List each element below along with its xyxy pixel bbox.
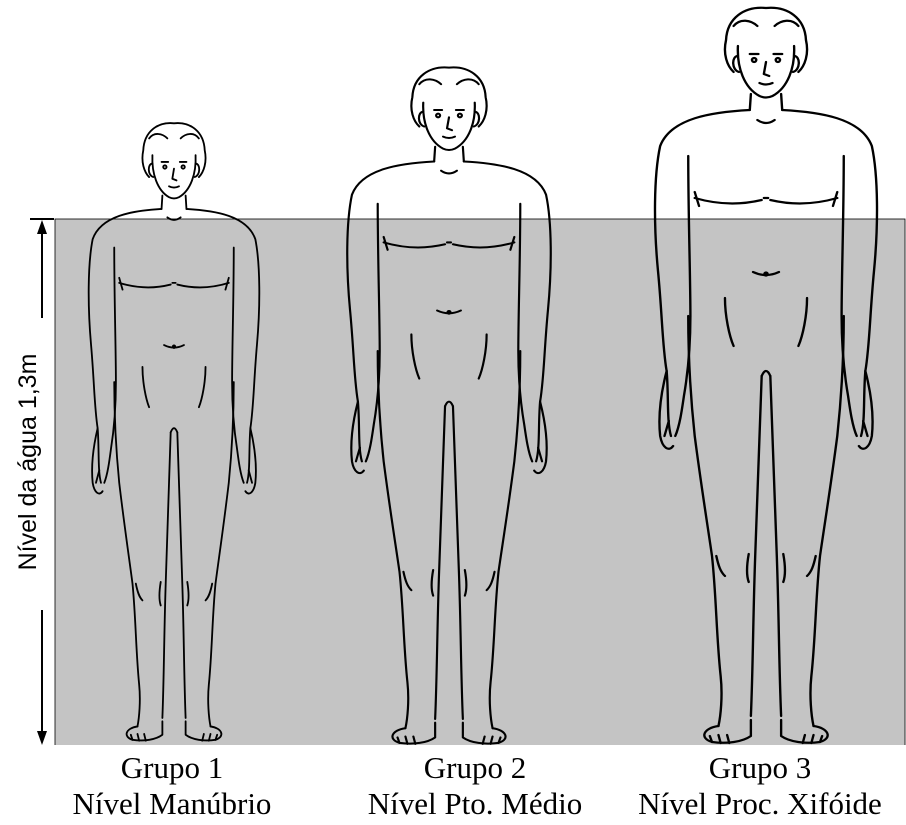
caption-group-2: Grupo 2 Nível Pto. Médio <box>330 750 620 822</box>
water-level-label: Nível da água 1,3m <box>14 354 42 571</box>
group-3-level: Nível Proc. Xifóide <box>612 786 906 822</box>
caption-group-1: Grupo 1 Nível Manúbrio <box>22 750 322 822</box>
water-area <box>55 219 905 745</box>
group-1-level: Nível Manúbrio <box>22 786 322 822</box>
water-level-diagram: Nível da água 1,3m <box>0 0 906 745</box>
group-2-name: Grupo 2 <box>330 750 620 786</box>
group-3-name: Grupo 3 <box>612 750 906 786</box>
group-2-level: Nível Pto. Médio <box>330 786 620 822</box>
group-1-name: Grupo 1 <box>22 750 322 786</box>
caption-group-3: Grupo 3 Nível Proc. Xifóide <box>612 750 906 822</box>
